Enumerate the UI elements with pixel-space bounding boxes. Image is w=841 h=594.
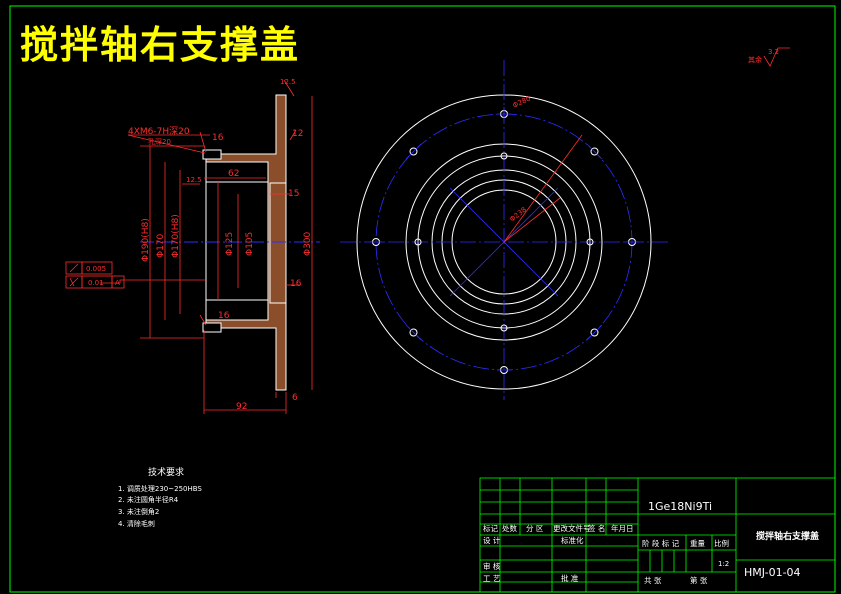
dim-62: 62	[228, 169, 239, 179]
scale: 1:2	[718, 560, 729, 568]
dim-12: 12	[292, 129, 303, 139]
roughness-note-label: 其余	[748, 55, 762, 64]
dim-92: 92	[236, 402, 247, 412]
cell-mark: 标记	[483, 523, 498, 533]
cell-design: 设 计	[483, 535, 501, 545]
section-dimension-lines	[100, 79, 313, 414]
dim-d125: Φ125	[225, 232, 235, 256]
threaded-holes	[414, 152, 594, 332]
cell-change-doc: 更改文件号	[553, 523, 591, 533]
circ-dim-d280: Φ280	[511, 95, 531, 110]
material: 1Ge18Ni9Ti	[648, 500, 712, 513]
thread-hole-top	[202, 149, 222, 160]
dim-d170: Φ170	[156, 233, 166, 258]
tolerance-datum-box	[111, 275, 125, 289]
dim-d105: Φ105	[245, 232, 255, 256]
drawing-title: 搅拌轴右支撑盖	[20, 22, 301, 67]
tolerance-flatness: 0.005	[86, 265, 106, 273]
tech-req-item-4: 4. 清除毛刺	[118, 519, 155, 528]
leader-d238	[503, 197, 561, 243]
drawing-border	[9, 5, 836, 593]
thread-callout: 4XM6-7H深20	[128, 126, 190, 137]
roughness-12-5: 12.5	[280, 78, 296, 86]
groove-step	[269, 182, 287, 304]
cell-check: 审 核	[483, 561, 501, 571]
tolerance-icons	[69, 263, 79, 287]
dim-16-right: 16	[290, 279, 302, 289]
dim-6: 6	[292, 393, 298, 403]
dim-16-top: 16	[212, 133, 224, 143]
cell-date: 年月日	[611, 523, 634, 533]
tech-req-item-2: 2. 未注圆角半径R4	[118, 495, 179, 504]
section-view: 4XM6-7H深20 孔深20 16 62 15 92 6 16 16 12 1…	[65, 78, 320, 414]
cell-weight: 重量	[690, 539, 705, 548]
cell-approve: 批 准	[561, 573, 579, 583]
cell-stage: 阶 段 标 记	[642, 538, 680, 548]
drawing-number: HMJ-01-04	[744, 566, 801, 579]
tolerance-datum: A	[115, 279, 120, 287]
thread-depth: 孔深20	[148, 137, 171, 146]
leader-d280	[503, 134, 583, 243]
tech-req-title: 技术要求	[148, 466, 184, 478]
roughness-symbol-icon	[763, 47, 790, 67]
dim-15: 15	[288, 189, 299, 199]
title-block: 1Ge18Ni9Ti 搅拌轴右支撑盖 HMJ-01-04 1:2 标记 处数 分…	[479, 477, 836, 593]
cell-sheets: 共 张	[644, 576, 662, 585]
thread-hole-bottom	[202, 322, 222, 333]
dim-d300: Φ300	[303, 231, 313, 256]
dim-d190: Φ190(H8)	[141, 218, 151, 262]
front-view: Φ280 Φ238	[340, 60, 668, 400]
dim-16-bottom: 16	[218, 311, 230, 321]
cell-sign: 签 名	[588, 523, 605, 533]
tolerance-frame-flatness	[81, 261, 113, 275]
tolerance-perp: 0.01	[88, 279, 104, 287]
roughness-note-value: 3.2	[768, 48, 779, 56]
cell-count: 处数	[502, 523, 517, 533]
tech-req-item-1: 1. 调质处理230~250HBS	[118, 484, 202, 493]
part-name: 搅拌轴右支撑盖	[756, 530, 819, 542]
cell-zone: 分 区	[526, 524, 544, 533]
dim-d170h: Φ170(H8)	[171, 214, 181, 258]
tech-req-item-3: 3. 未注倒角2	[118, 507, 159, 516]
roughness-12-5-inner: 12.5	[186, 176, 202, 184]
bolt-hole-crosses	[369, 107, 639, 371]
cell-process: 工 艺	[483, 574, 500, 583]
cell-sheet-of: 第 张	[690, 575, 708, 585]
cell-standard: 标准化	[561, 535, 584, 545]
cell-ratio: 比例	[714, 538, 729, 548]
